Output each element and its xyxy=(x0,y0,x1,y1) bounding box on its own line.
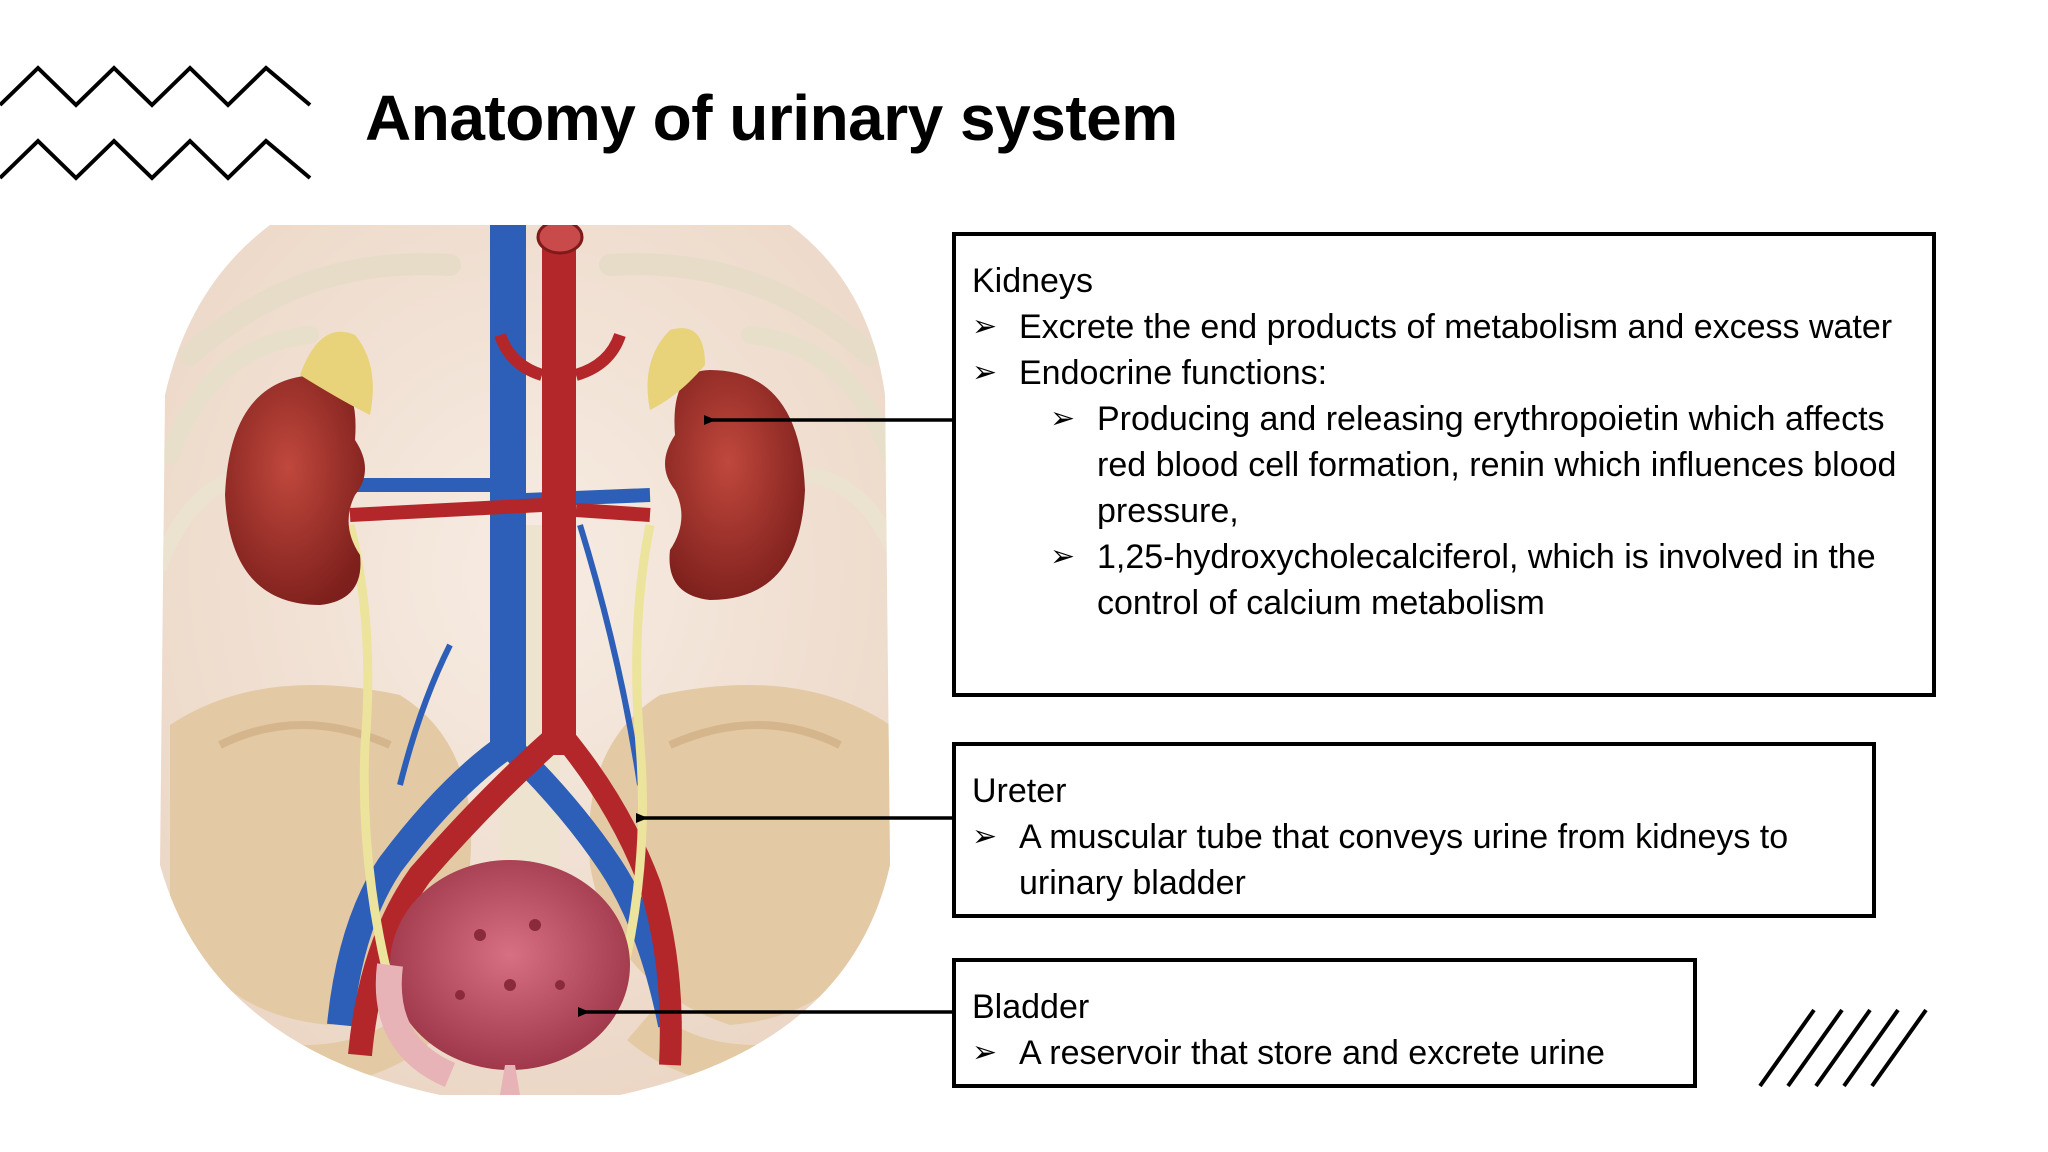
ureter-list: ➢ A muscular tube that conveys urine fro… xyxy=(972,814,1856,906)
arrow-bullet-icon: ➢ xyxy=(972,310,998,343)
slash-lines-decoration xyxy=(1758,1008,1928,1088)
kidneys-item: ➢ Excrete the end products of metabolism… xyxy=(972,304,1916,350)
arrow-bullet-icon: ➢ xyxy=(972,1036,998,1069)
bladder-item: ➢ A reservoir that store and excrete uri… xyxy=(972,1030,1677,1076)
endocrine-item: ➢ Producing and releasing erythropoietin… xyxy=(972,396,1916,534)
arrow-bullet-icon: ➢ xyxy=(1050,402,1076,435)
urinary-system-illustration xyxy=(160,225,890,1095)
kidneys-heading: Kidneys xyxy=(972,262,1093,300)
arrow-bullet-icon: ➢ xyxy=(972,356,998,389)
kidneys-list: ➢ Excrete the end products of metabolism… xyxy=(972,304,1916,396)
ureter-item: ➢ A muscular tube that conveys urine fro… xyxy=(972,814,1856,906)
arrow-bullet-icon: ➢ xyxy=(1050,540,1076,573)
bladder-heading: Bladder xyxy=(972,988,1090,1026)
bladder-list: ➢ A reservoir that store and excrete uri… xyxy=(972,1030,1677,1076)
slide-title: Anatomy of urinary system xyxy=(365,82,1178,154)
arrow-bullet-icon: ➢ xyxy=(972,820,998,853)
ureter-heading: Ureter xyxy=(972,772,1067,810)
kidneys-info-box: Kidneys ➢ Excrete the end products of me… xyxy=(952,232,1936,697)
endocrine-item: ➢ 1,25-hydroxycholecalciferol, which is … xyxy=(972,534,1916,626)
endocrine-sublist: ➢ Producing and releasing erythropoietin… xyxy=(972,396,1916,626)
kidneys-item: ➢ Endocrine functions: xyxy=(972,350,1916,396)
ureter-info-box: Ureter ➢ A muscular tube that conveys ur… xyxy=(952,742,1876,918)
bladder-info-box: Bladder ➢ A reservoir that store and exc… xyxy=(952,958,1697,1088)
zigzag-decoration xyxy=(0,65,312,181)
